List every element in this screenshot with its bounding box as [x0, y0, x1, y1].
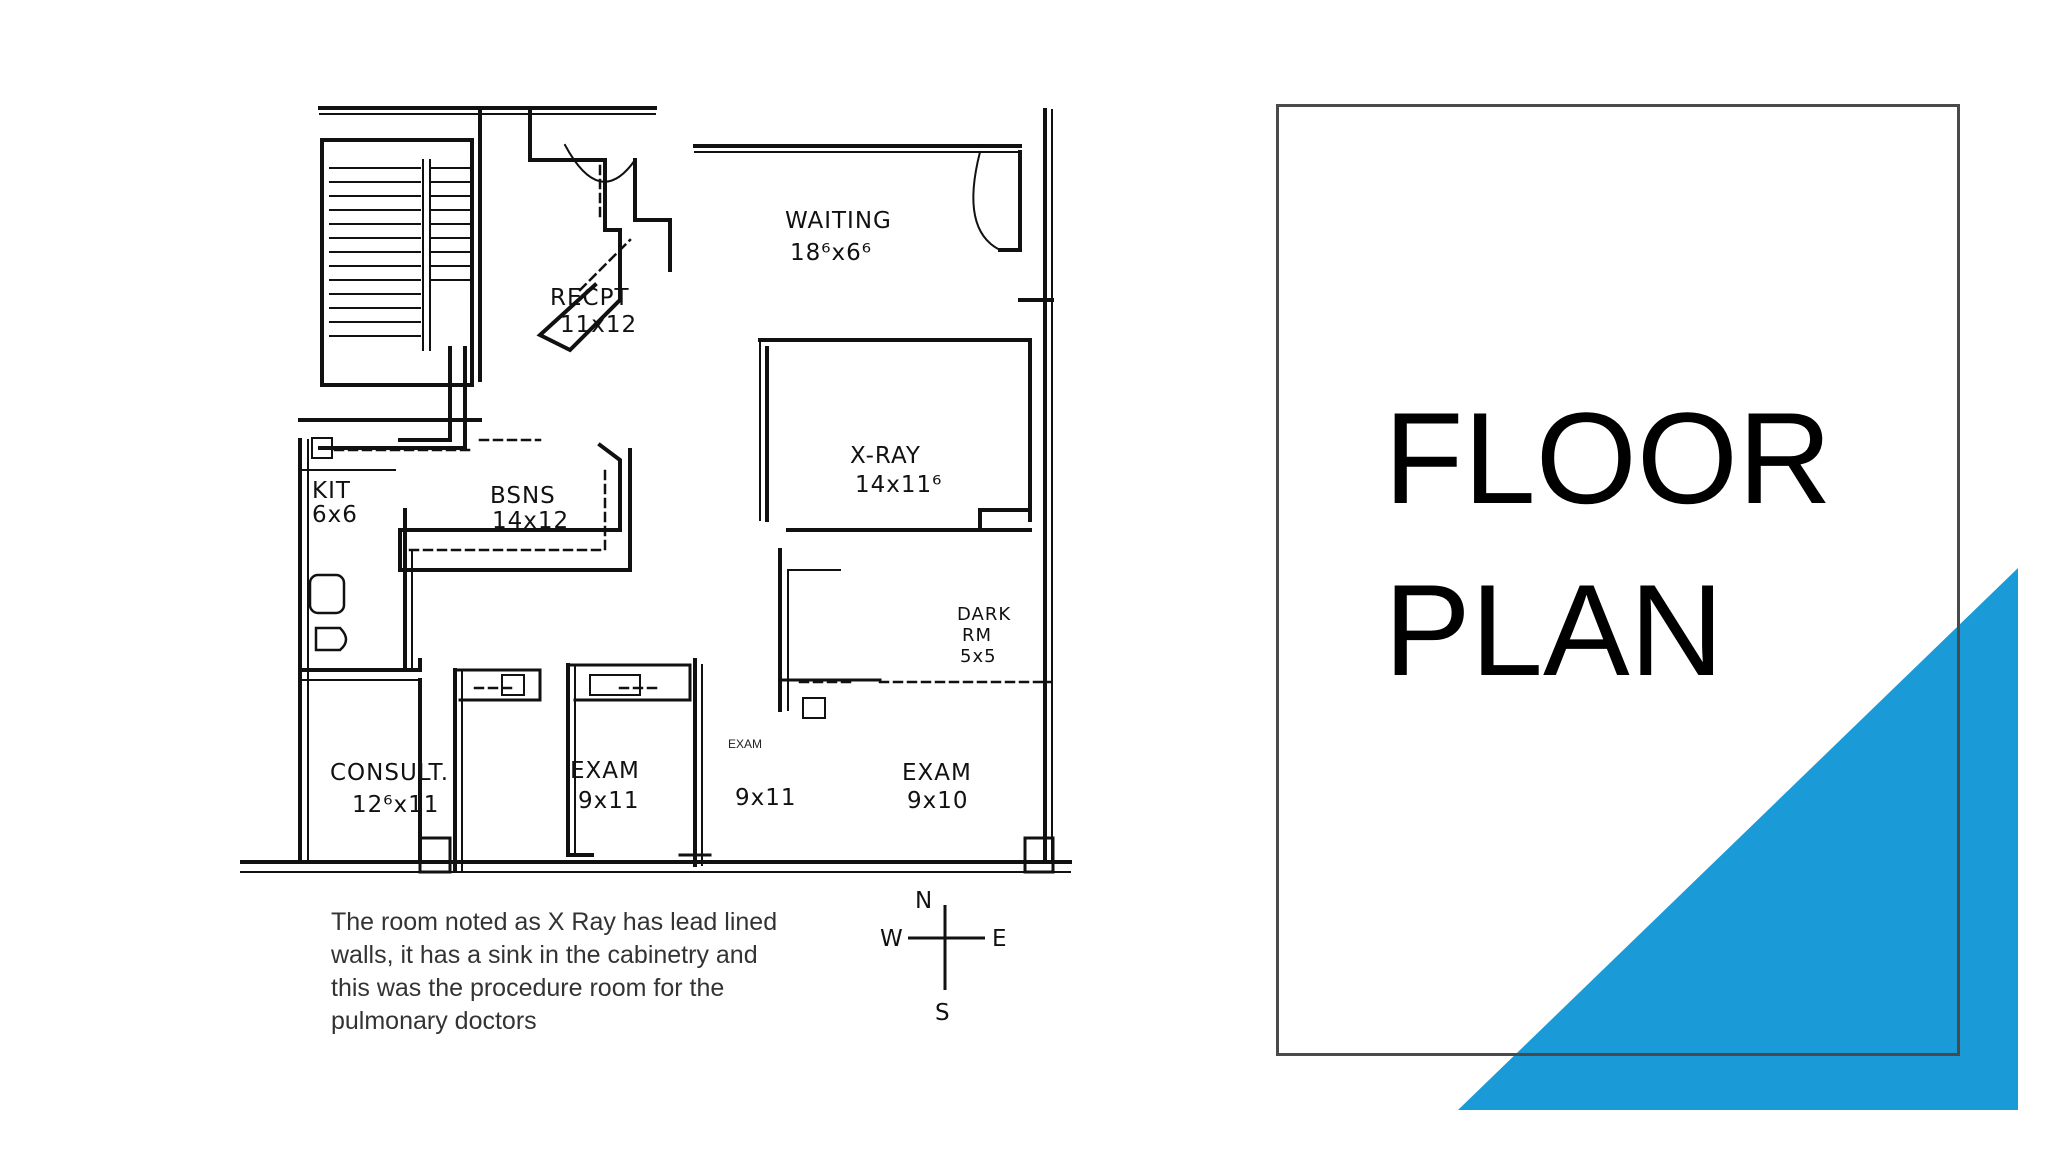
compass-west: W: [880, 926, 904, 952]
room-xray-size: 14x11⁶: [855, 472, 942, 498]
room-exam-2-typed-label: EXAM: [728, 737, 762, 751]
room-dark-rm-line-1: DARK: [957, 604, 1011, 625]
room-kit-name: KIT: [312, 478, 351, 504]
title-frame: [1276, 104, 1960, 1056]
compass-south: S: [935, 1000, 951, 1026]
note-line: walls, it has a sink in the cabinetry an…: [331, 941, 758, 969]
slide-title-line-2: PLAN: [1384, 557, 1724, 703]
room-exam-1-size: 9x11: [578, 788, 640, 814]
room-recept-name: RECPT: [550, 285, 630, 311]
compass-north: N: [915, 888, 933, 914]
slide-title-line-1: FLOOR: [1384, 385, 1832, 531]
room-consult-size: 12⁶x11: [352, 792, 439, 818]
floor-plan-note: The room noted as X Ray has lead lined w…: [331, 906, 851, 1038]
room-dark-rm-line-2: RM: [962, 625, 992, 646]
room-xray-name: X-RAY: [850, 443, 921, 469]
note-line: pulmonary doctors: [331, 1007, 537, 1035]
slide-title: FLOOR PLAN: [1384, 372, 1832, 716]
floor-plan-diagram: WAITING 18⁶x6⁶ RECPT 11x12 X-RAY 14x11⁶ …: [240, 106, 1072, 1026]
room-exam-3-size: 9x10: [907, 788, 969, 814]
room-consult-name: CONSULT.: [330, 760, 449, 786]
room-exam-1-name: EXAM: [570, 758, 640, 784]
room-bsns-name: BSNS: [490, 483, 556, 509]
note-line: this was the procedure room for the: [331, 974, 725, 1002]
room-kit-size: 6x6: [312, 502, 358, 528]
room-waiting-name: WAITING: [785, 208, 892, 234]
compass-east: E: [992, 926, 1008, 952]
room-exam-2-size: 9x11: [735, 785, 797, 811]
room-waiting-size: 18⁶x6⁶: [790, 240, 872, 266]
room-bsns-size: 14x12: [492, 508, 569, 534]
room-recept-size: 11x12: [560, 312, 637, 338]
compass-rose-icon: N E S W: [880, 888, 1008, 1026]
accent-triangle: [1458, 568, 2018, 1110]
note-line: The room noted as X Ray has lead lined: [331, 908, 778, 936]
room-dark-rm-line-3: 5x5: [960, 646, 997, 667]
room-exam-3-name: EXAM: [902, 760, 972, 786]
